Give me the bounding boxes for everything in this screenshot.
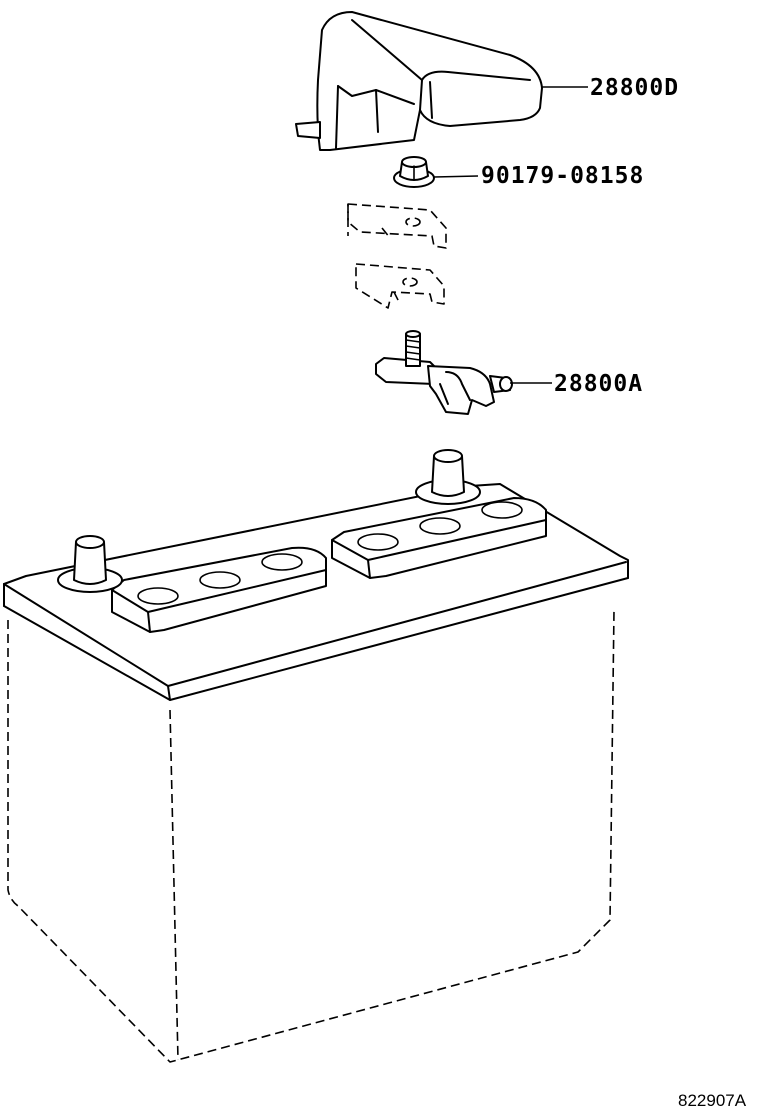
- leader-nut: [433, 175, 479, 178]
- flange-nut-part: [393, 156, 435, 188]
- figure-number: 822907A: [678, 1091, 747, 1110]
- battery-terminal-part: [375, 330, 513, 415]
- callout-cover-part-number: 28800D: [590, 75, 679, 101]
- phantom-clamp-plates: [347, 203, 447, 309]
- callout-nut-part-number: 90179-08158: [481, 163, 644, 189]
- terminal-cover-part: [295, 11, 543, 151]
- battery-part: [3, 449, 629, 1063]
- callout-terminal-part-number: 28800A: [554, 371, 643, 397]
